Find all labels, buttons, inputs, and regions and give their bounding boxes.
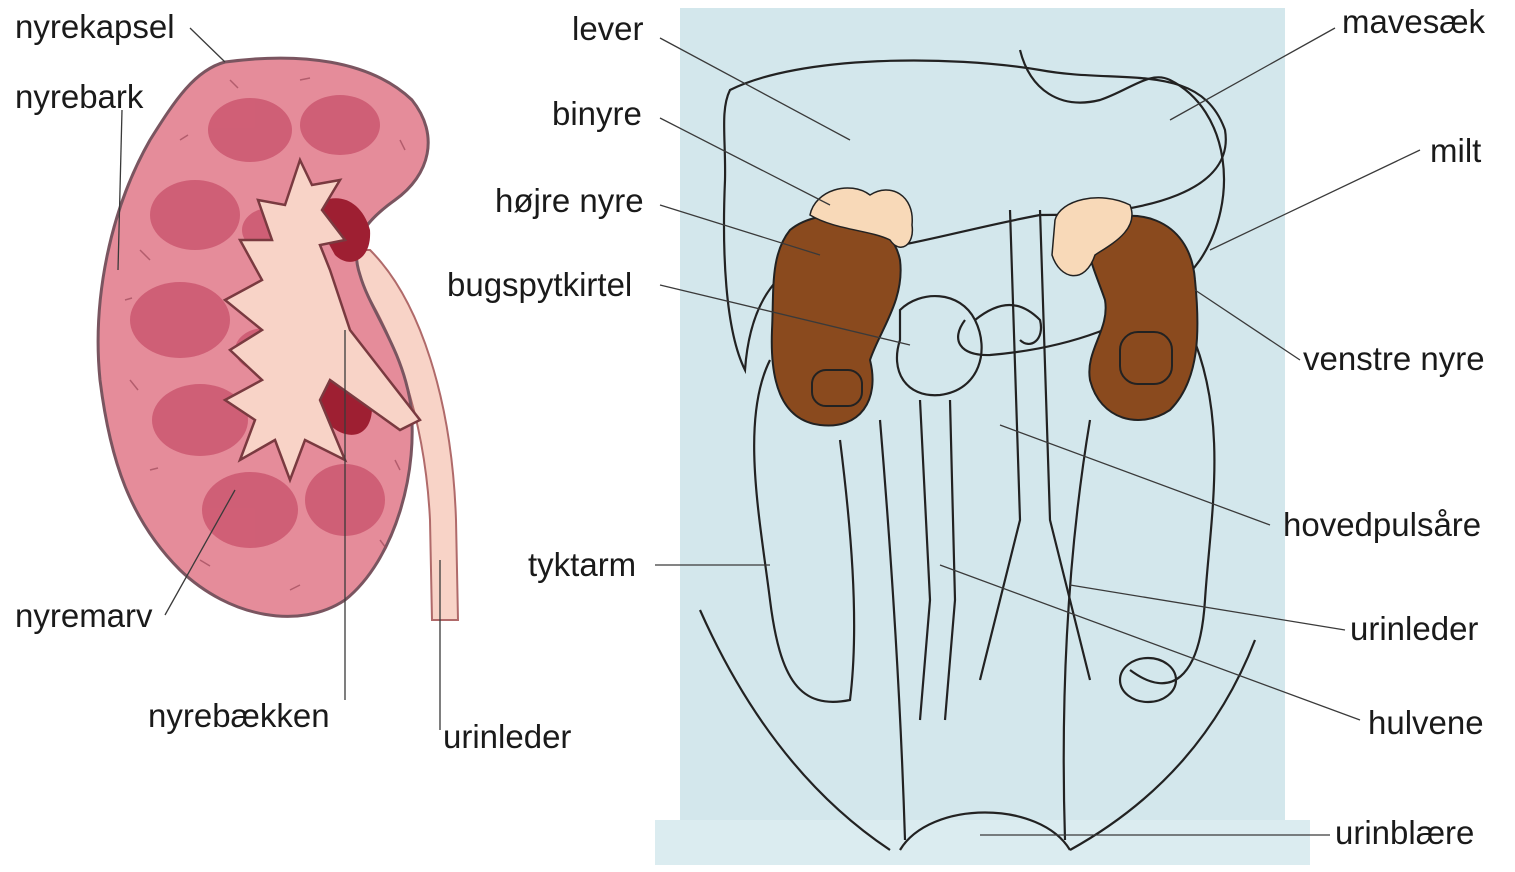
- label-tyktarm: tyktarm: [528, 546, 636, 583]
- kidney-cross-section: [98, 58, 458, 620]
- torso-view: [655, 8, 1310, 865]
- label-hovedpulsaare: hovedpulsåre: [1283, 506, 1481, 543]
- label-venstre-nyre: venstre nyre: [1303, 340, 1485, 377]
- label-milt: milt: [1430, 132, 1481, 169]
- label-nyrebaekken: nyrebækken: [148, 697, 330, 734]
- label-nyrebark: nyrebark: [15, 78, 144, 115]
- label-urinblaere: urinblære: [1335, 814, 1474, 851]
- label-lever: lever: [572, 10, 644, 47]
- label-bugspytkirtel: bugspytkirtel: [447, 266, 632, 303]
- label-hulvene: hulvene: [1368, 704, 1484, 741]
- label-nyremarv: nyremarv: [15, 597, 153, 634]
- label-nyrekapsel: nyrekapsel: [15, 8, 175, 45]
- label-mavesaek: mavesæk: [1342, 3, 1486, 40]
- label-hojre-nyre: højre nyre: [495, 182, 644, 219]
- label-urinleder-torso: urinleder: [1350, 610, 1478, 647]
- label-binyre: binyre: [552, 95, 642, 132]
- label-urinleder-kidney: urinleder: [443, 718, 571, 755]
